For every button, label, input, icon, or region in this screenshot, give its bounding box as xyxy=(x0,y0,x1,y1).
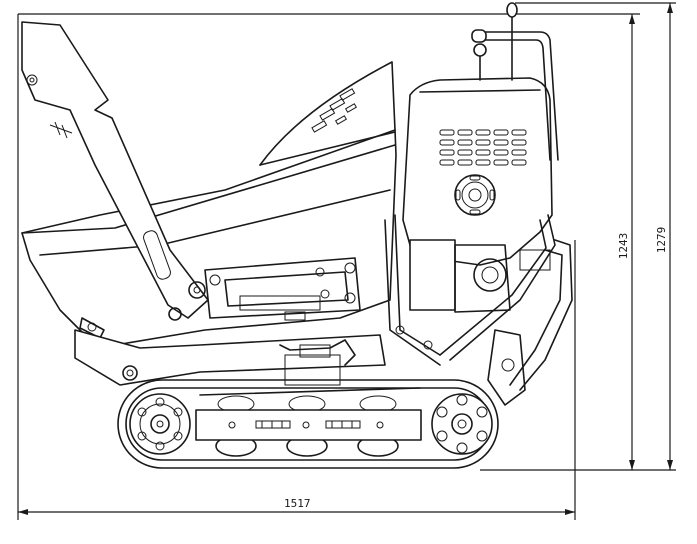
chassis-frame xyxy=(74,257,386,386)
width-arrow-left xyxy=(18,509,28,515)
overall-height-arrow-bottom xyxy=(667,460,673,470)
crawler-track xyxy=(117,344,499,469)
engine-height-arrow-top xyxy=(629,14,635,24)
overall-height-arrow-top xyxy=(667,3,673,13)
tipping-arm xyxy=(21,21,209,321)
overall-height-dimension-label: 1279 xyxy=(655,227,668,254)
engine-height-arrow-bottom xyxy=(629,460,635,470)
engine-block xyxy=(384,214,573,406)
engine-housing xyxy=(402,77,553,266)
engine-height-dimension-label: 1243 xyxy=(617,233,630,260)
control-handle xyxy=(471,2,559,161)
drive-sprocket-wheel xyxy=(431,393,493,455)
rear-idler-wheel xyxy=(129,393,191,455)
width-dimension-label: 1517 xyxy=(284,497,311,510)
width-arrow-right xyxy=(565,509,575,515)
dimension-lines: 1517 1243 1279 xyxy=(17,2,676,520)
fan-vent-outer xyxy=(454,174,496,216)
